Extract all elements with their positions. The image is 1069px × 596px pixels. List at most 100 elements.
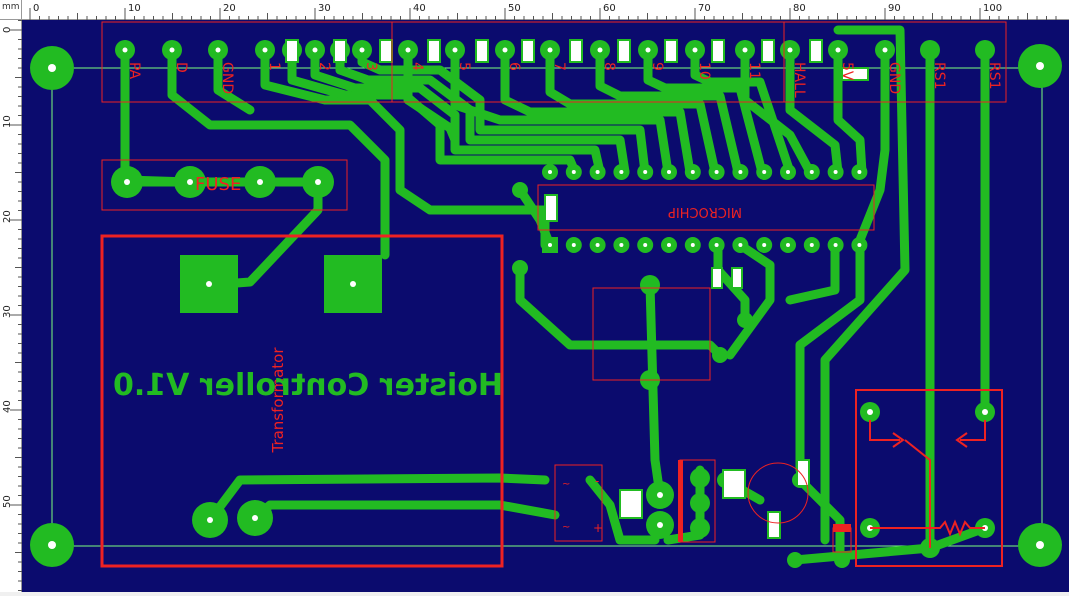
mcu-pin-drill [738, 243, 743, 247]
rectifier-outline [554, 464, 603, 542]
header-drill [742, 47, 748, 53]
fuse-outline [101, 159, 348, 211]
ruler-corner: mm [0, 0, 22, 20]
mcu-pin-drill [809, 170, 814, 174]
regulator-outline [592, 287, 711, 381]
mounting-hole [1018, 44, 1062, 88]
header-pin-label: GND [219, 62, 235, 94]
mcu-pin-drill [643, 243, 648, 247]
header-drill [262, 47, 268, 53]
product-title: Hoister Controller V1.0 [113, 368, 503, 403]
header-outline-right [783, 21, 1007, 103]
header-drill [547, 47, 553, 53]
ruler-top-label: 70 [698, 3, 711, 14]
header-pin-label: RS1 [986, 62, 1002, 90]
ruler-top-label: 0 [33, 3, 39, 14]
header-drill [645, 47, 651, 53]
rectifier-plus-label: + [593, 521, 603, 535]
silkscreen [100, 21, 1007, 568]
fuse-label: FUSE [195, 174, 241, 195]
header-drill [312, 47, 318, 53]
header-pin-label: 2 [316, 62, 332, 71]
header-pin-label: 8 [601, 62, 617, 71]
ruler-top-label: 60 [603, 3, 616, 14]
mounting-hole [30, 46, 74, 90]
mcu-pin-drill [595, 243, 600, 247]
mcu-pin-drill [548, 243, 552, 247]
ruler-top-label: 50 [508, 3, 521, 14]
rectifier-minus-label: - [595, 474, 599, 488]
header-pin-label: 3 [363, 62, 379, 71]
header-pin-label: 9 [649, 62, 665, 71]
header-drill [215, 47, 221, 53]
mcu-outline [537, 184, 875, 231]
mcu-pin-drill [738, 170, 743, 174]
mcu-pin-drill [548, 170, 552, 174]
ruler-top-label: 80 [793, 3, 806, 14]
mounting-hole [1018, 523, 1062, 567]
copper-traces [120, 25, 990, 565]
header-pin-label: 5V [839, 62, 855, 81]
mcu-pin-drill [714, 243, 719, 247]
header-drill [882, 47, 888, 53]
mcu-pin-drill [571, 170, 576, 174]
header-drill [359, 47, 365, 53]
header-pin-label: 4 [409, 62, 425, 71]
mcu-pin-drill [857, 170, 862, 174]
mcu-pin-drill [833, 170, 838, 174]
buzzer-outline [747, 462, 809, 524]
ruler-left-label: 40 [2, 400, 13, 413]
header-pin-label: RS1 [931, 62, 947, 90]
mcu-pin-drill [667, 243, 671, 247]
mcu-pin-drill [809, 243, 814, 247]
header-drill [597, 47, 603, 53]
mcu-pin-drill [762, 243, 767, 247]
ruler-left-label: 20 [2, 210, 13, 223]
mcu-pin-drill [786, 243, 790, 247]
ruler-left-label: 50 [2, 495, 13, 508]
relay-outline [855, 389, 1003, 567]
header-pad [920, 40, 940, 60]
ruler-left-label: 0 [2, 27, 13, 33]
mcu-pin-drill [786, 170, 790, 174]
mcu-pin-drill [690, 243, 695, 247]
ruler-top-label: 20 [223, 3, 236, 14]
transformer-outline [100, 234, 504, 568]
header-pin-label: HALL [791, 62, 807, 98]
mounting-hole [30, 523, 74, 567]
led-outline [832, 527, 852, 553]
header-pin-label: 5 [456, 62, 472, 71]
mcu-pin-drill [619, 243, 624, 247]
header-drill [405, 47, 411, 53]
header-drill [835, 47, 841, 53]
header-drill [502, 47, 508, 53]
header-drill [787, 47, 793, 53]
header-pin-label: 6 [506, 62, 522, 71]
ruler-top-label: 40 [413, 3, 426, 14]
rectifier-ac2-label: ~ [562, 522, 570, 533]
drill-holes [124, 179, 988, 531]
mcu-pin-drill [571, 243, 576, 247]
ruler-top-label: 100 [983, 3, 1002, 14]
mcu-label: MICROCHIP [668, 204, 742, 219]
transformer-label: Transformator [269, 347, 287, 454]
mcu-pin-drill [595, 170, 600, 174]
header-pin-label: 7 [551, 62, 567, 71]
header-drill [692, 47, 698, 53]
header-pin-label: 1 [266, 62, 282, 71]
smd-resistors [285, 39, 869, 539]
ruler-left-label: 10 [2, 115, 13, 128]
header-pin-label: PA [126, 62, 142, 80]
ruler-top-label: 90 [888, 3, 901, 14]
header-pin-label: 10 [696, 62, 712, 80]
ruler-unit: mm [2, 2, 20, 12]
mcu-pin-drill [667, 170, 671, 174]
header-drill [122, 47, 128, 53]
mcu-pins [542, 164, 868, 253]
